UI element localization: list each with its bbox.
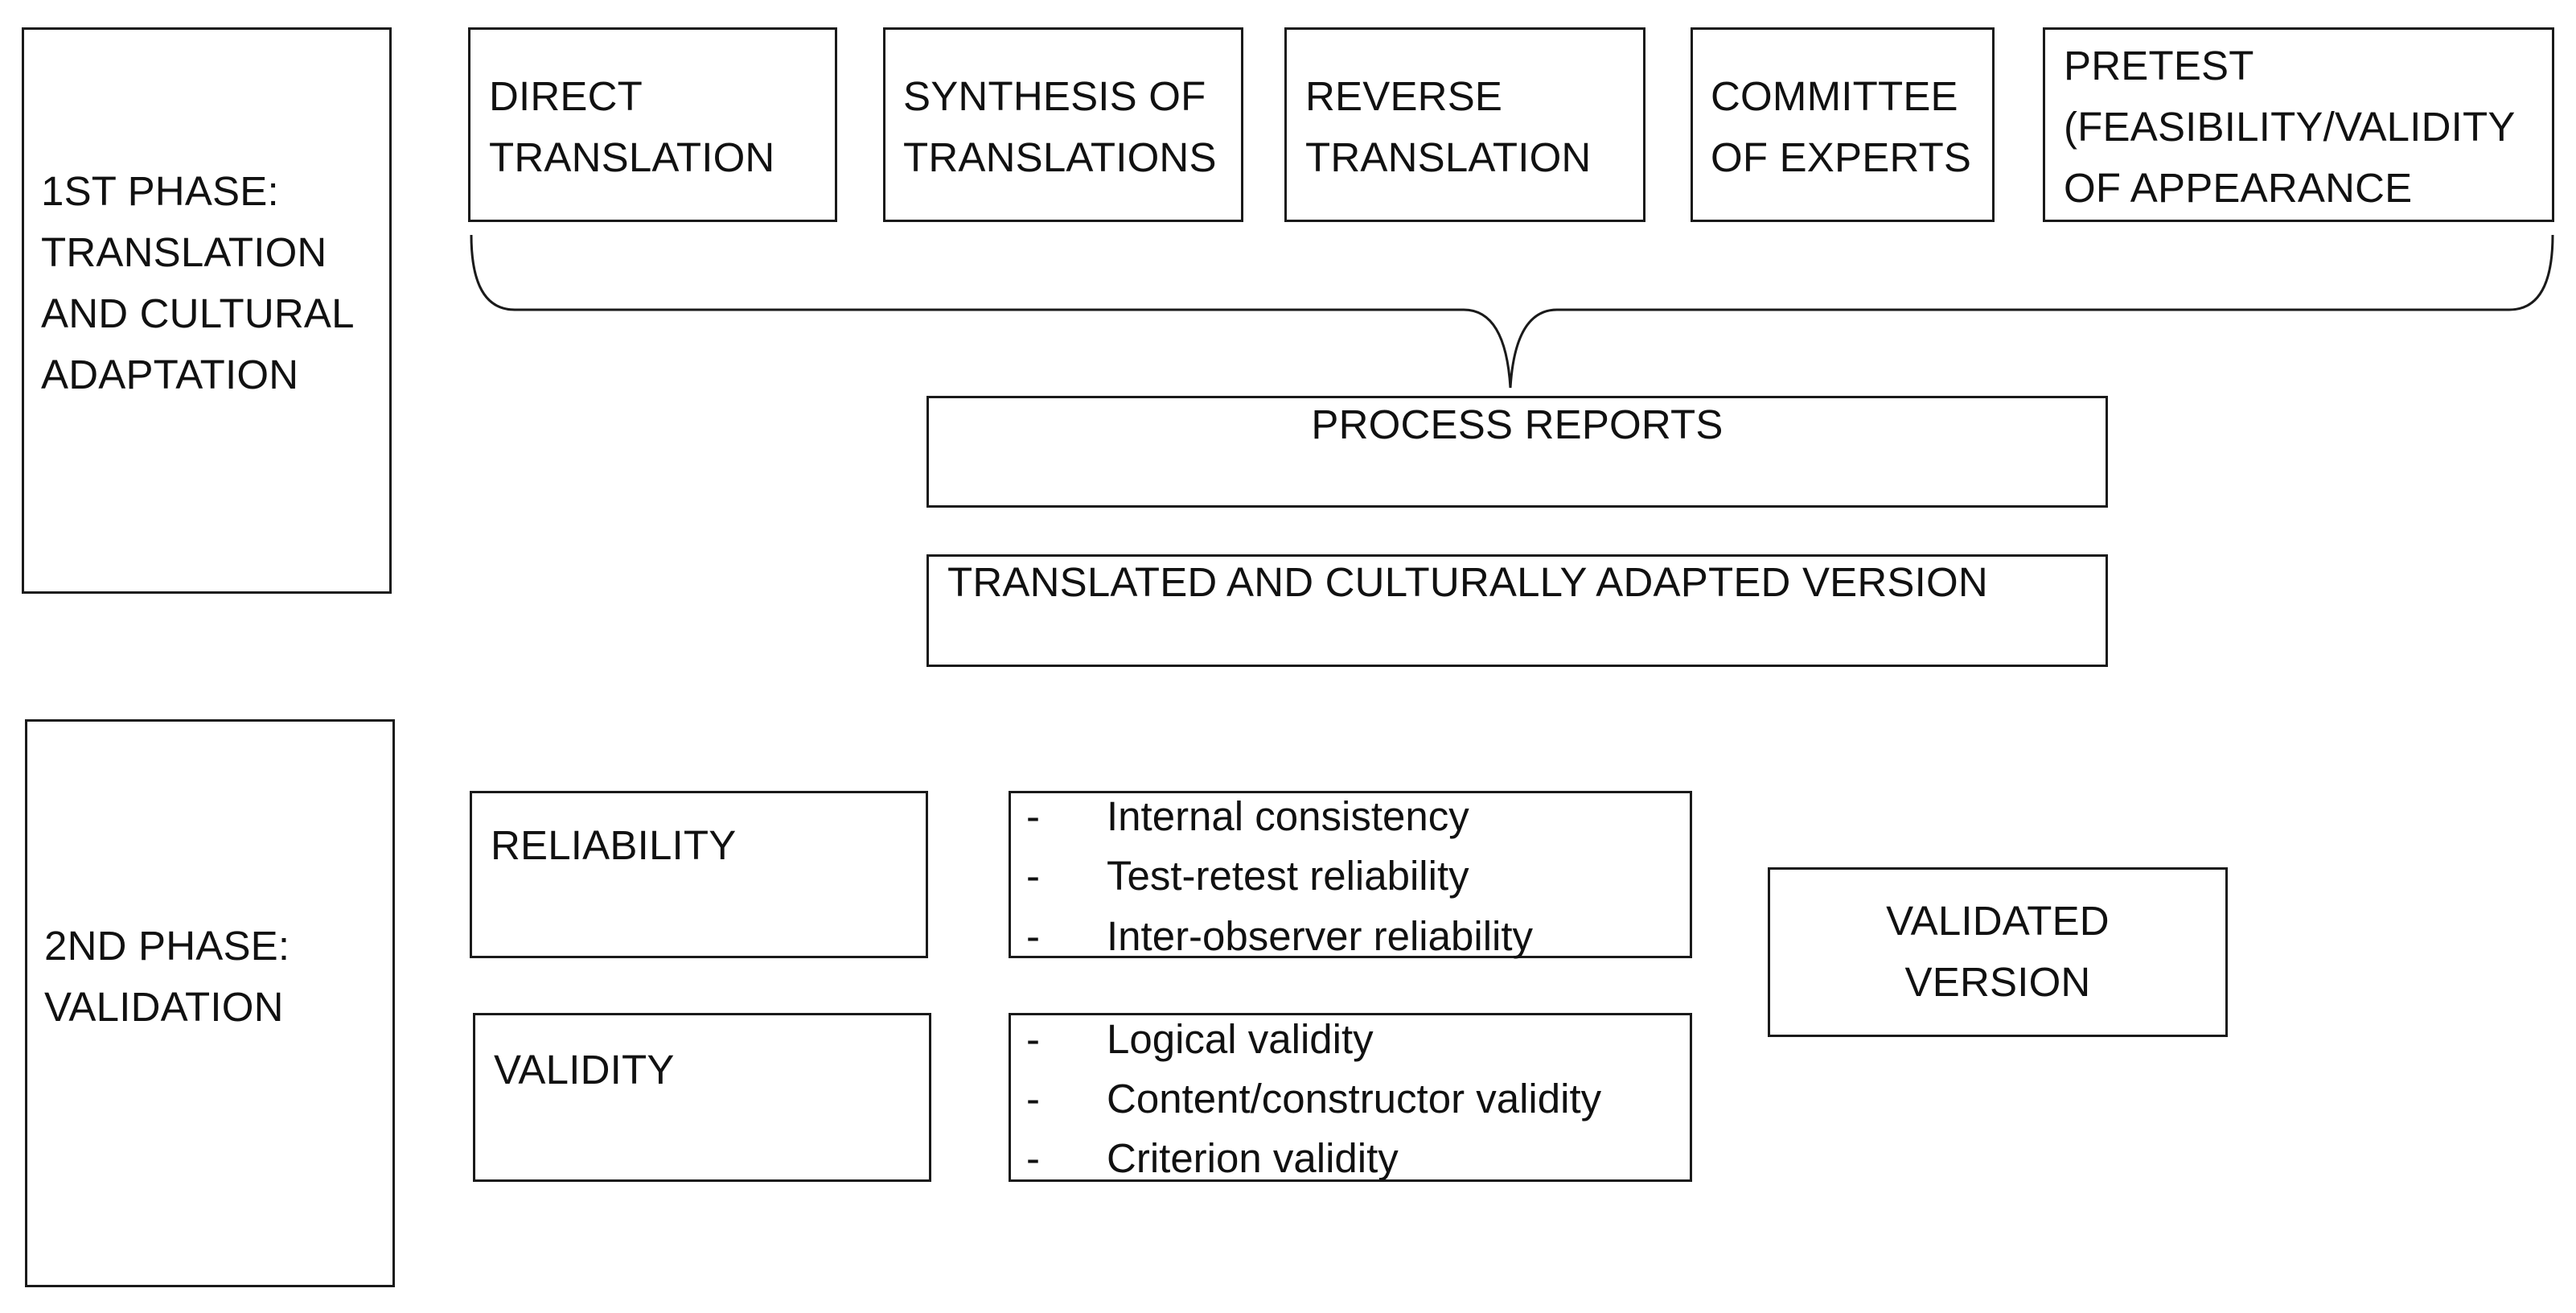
bullet-dash: - bbox=[1026, 1016, 1040, 1062]
step-direct-translation bbox=[468, 27, 837, 222]
step-pretest-label: PRETEST (FEASIBILITY/VALIDITY OF APPEARA… bbox=[2064, 43, 2516, 211]
criterion-inter-observer: Inter-observer reliability bbox=[1107, 913, 1534, 959]
phase1-label: 1ST PHASE: TRANSLATION AND CULTURAL ADAP… bbox=[41, 168, 355, 397]
adapted-version-label: TRANSLATED AND CULTURALLY ADAPTED VERSIO… bbox=[947, 559, 1988, 605]
bullet-dash: - bbox=[1026, 1135, 1040, 1181]
phase2-label: 2ND PHASE: VALIDATION bbox=[44, 923, 290, 1030]
criterion-content-constructor: Content/constructor validity bbox=[1107, 1076, 1602, 1122]
criterion-logical-validity: Logical validity bbox=[1107, 1016, 1374, 1062]
validated-version-box bbox=[1768, 867, 2228, 1037]
step-pretest bbox=[2043, 27, 2554, 222]
reliability-criteria-box bbox=[1009, 791, 1692, 958]
step-synthesis-of-translations-label: SYNTHESIS OF TRANSLATIONS bbox=[903, 73, 1217, 180]
step-committee-of-experts bbox=[1691, 27, 1995, 222]
step-reverse-translation bbox=[1284, 27, 1645, 222]
step-direct-translation-label: DIRECT TRANSLATION bbox=[489, 73, 775, 180]
criterion-internal-consistency: Internal consistency bbox=[1107, 793, 1469, 839]
bullet-dash: - bbox=[1026, 913, 1040, 959]
step-committee-of-experts-label: COMMITTEE OF EXPERTS bbox=[1711, 73, 1972, 180]
validated-version-label: VALIDATED VERSION bbox=[1886, 898, 2110, 1005]
bullet-dash: - bbox=[1026, 793, 1040, 839]
adapted-version-box bbox=[926, 554, 2108, 667]
bullet-dash: - bbox=[1026, 1076, 1040, 1122]
criterion-criterion-validity: Criterion validity bbox=[1107, 1135, 1399, 1181]
bullet-dash: - bbox=[1026, 853, 1040, 899]
process-reports-label: PROCESS REPORTS bbox=[1311, 401, 1723, 447]
process-reports-box bbox=[926, 396, 2108, 508]
phase2-box bbox=[25, 719, 395, 1287]
step-synthesis-of-translations bbox=[883, 27, 1243, 222]
validity-criteria-box bbox=[1009, 1013, 1692, 1182]
validity-label: VALIDITY bbox=[494, 1047, 675, 1093]
step-reverse-translation-label: REVERSE TRANSLATION bbox=[1305, 73, 1592, 180]
phase1-box bbox=[22, 27, 392, 594]
reliability-label: RELIABILITY bbox=[491, 822, 737, 868]
criterion-test-retest: Test-retest reliability bbox=[1107, 853, 1469, 899]
reliability-box bbox=[470, 791, 928, 958]
validity-box bbox=[473, 1013, 931, 1182]
